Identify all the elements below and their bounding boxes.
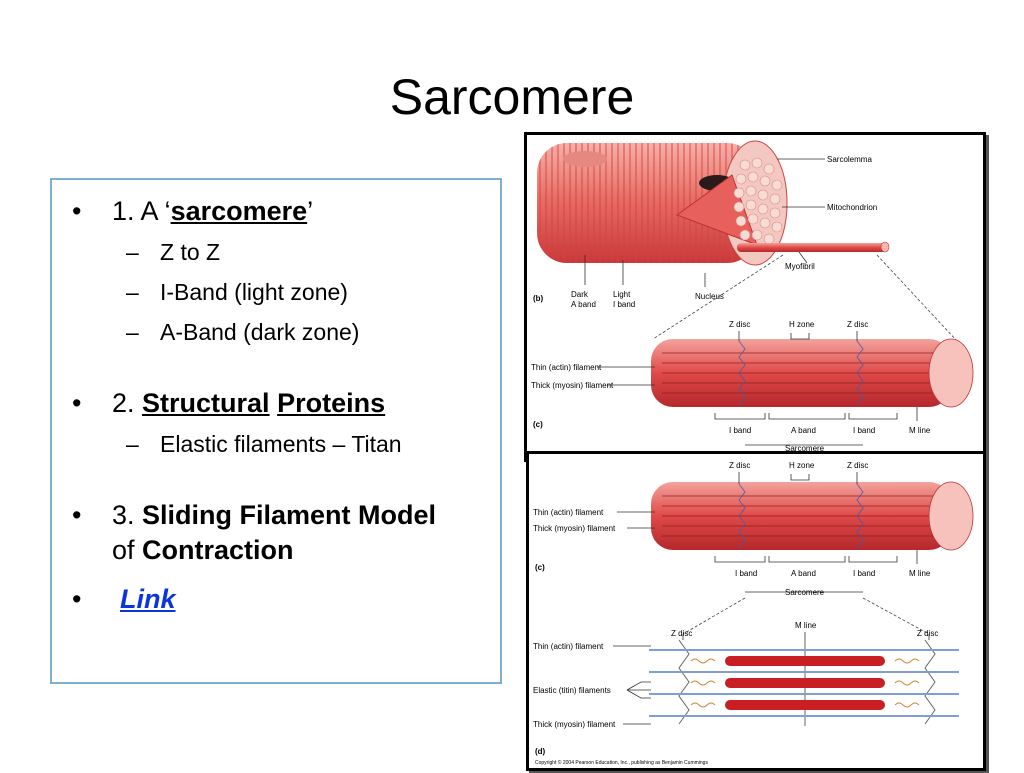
text-of: of — [112, 535, 143, 565]
term-proteins: Proteins — [277, 388, 386, 418]
bullet-marker: • — [72, 584, 82, 614]
label-thin-filament: Thin (actin) filament — [533, 508, 604, 517]
label-elastic-filaments: Elastic (titin) filaments — [533, 686, 611, 695]
sub-item-a-band: –A-Band (dark zone) — [112, 312, 488, 352]
dash-marker: – — [126, 239, 139, 265]
bullet-number: 3. — [112, 500, 143, 530]
closing-quote: ’ — [307, 196, 314, 226]
label-panel-d: (d) — [535, 747, 546, 756]
sub-item-z-to-z: –Z to Z — [112, 232, 488, 272]
label-z-disc-left: Z disc — [729, 320, 750, 329]
dash-marker: – — [126, 431, 139, 457]
bullet-number: 1. A ‘ — [112, 196, 171, 226]
leader-lines-b — [584, 158, 825, 287]
bullet-textbox: • 1. A ‘sarcomere’ –Z to Z –I-Band (ligh… — [50, 178, 502, 684]
label-thin-filament: Thin (actin) filament — [531, 363, 602, 372]
label-m-line: M line — [909, 569, 931, 578]
label-sarcolemma: Sarcolemma — [827, 155, 872, 164]
sub-list-sarcomere: –Z to Z –I-Band (light zone) –A-Band (da… — [112, 232, 488, 352]
label-thick-filament-d: Thick (myosin) filament — [533, 720, 616, 729]
label-z-disc-d-left: Z disc — [671, 629, 692, 638]
spacer — [64, 360, 488, 386]
bullet-item-sarcomere: • 1. A ‘sarcomere’ –Z to Z –I-Band (ligh… — [64, 194, 488, 352]
label-i-band-right: I band — [853, 569, 875, 578]
label-myofibril: Myofibril — [785, 262, 815, 271]
link-anchor[interactable]: Link — [120, 584, 176, 614]
label-z-disc-right: Z disc — [847, 461, 868, 470]
dash-marker: – — [126, 279, 139, 305]
label-panel-c: (c) — [533, 420, 543, 429]
muscle-structure-figure-top: Sarcolemma Mitochondrion Myofibril Dark … — [524, 132, 986, 462]
label-a-band: A band — [791, 569, 816, 578]
label-h-zone: H zone — [789, 320, 815, 329]
label-z-disc-right: Z disc — [847, 320, 868, 329]
dash-marker: – — [126, 319, 139, 345]
term-sliding-filament-model: Sliding Filament Model — [142, 500, 437, 530]
spacer — [64, 472, 488, 498]
label-z-disc-left: Z disc — [729, 461, 750, 470]
label-panel-c: (c) — [535, 563, 545, 572]
label-i-band-right: I band — [853, 426, 875, 435]
label-sarcomere: Sarcomere — [785, 588, 825, 597]
label-z-disc-d-right: Z disc — [917, 629, 938, 638]
label-m-line-d: M line — [795, 621, 817, 630]
myofibril-cylinder-c2 — [651, 481, 974, 551]
sub-list-proteins: –Elastic filaments – Titan — [112, 424, 488, 464]
myofibril-cylinder-c — [651, 338, 974, 408]
bullet-item-sliding-filament: • 3. Sliding Filament Model of Contracti… — [64, 498, 488, 568]
sarcomere-detail-d — [649, 638, 959, 726]
label-mitochondrion: Mitochondrion — [827, 203, 877, 212]
label-panel-b: (b) — [533, 294, 544, 303]
term-structural: Structural — [142, 388, 270, 418]
copyright-text: Copyright © 2004 Pearson Education, Inc.… — [535, 759, 708, 766]
label-light: Light — [613, 290, 631, 299]
muscle-fiber-cylinder — [537, 140, 890, 266]
muscle-structure-figure-bottom: Z disc H zone Z disc Thin (actin) filame… — [526, 451, 986, 771]
sub-item-elastic: –Elastic filaments – Titan — [112, 424, 488, 464]
label-h-zone: H zone — [789, 461, 815, 470]
label-a-band: A band — [791, 426, 816, 435]
term-contraction: Contraction — [142, 535, 294, 565]
bullet-marker: • — [72, 388, 82, 418]
sarcomere-illustration: Z disc H zone Z disc Thin (actin) filame… — [533, 461, 974, 766]
label-thick-filament: Thick (myosin) filament — [531, 381, 614, 390]
label-i-band-left: I band — [735, 569, 757, 578]
label-a-band: A band — [571, 300, 596, 309]
bullet-number: 2. — [112, 388, 143, 418]
label-thick-filament: Thick (myosin) filament — [533, 524, 616, 533]
sub-item-text: I-Band (light zone) — [160, 279, 348, 305]
sub-item-text: Elastic filaments – Titan — [160, 431, 402, 457]
bullet-item-link: • Link — [64, 582, 488, 617]
label-dark: Dark — [571, 290, 589, 299]
sub-item-text: Z to Z — [160, 239, 221, 265]
label-nucleus: Nucleus — [695, 292, 724, 301]
bullet-marker: • — [72, 196, 82, 226]
muscle-fiber-illustration: Sarcolemma Mitochondrion Myofibril Dark … — [531, 140, 974, 453]
label-sarcomere: Sarcomere — [785, 444, 825, 453]
sub-item-text: A-Band (dark zone) — [160, 319, 360, 345]
label-i-band: I band — [613, 300, 635, 309]
label-i-band-left: I band — [729, 426, 751, 435]
bullet-list: • 1. A ‘sarcomere’ –Z to Z –I-Band (ligh… — [64, 194, 488, 617]
label-m-line: M line — [909, 426, 931, 435]
bullet-marker: • — [72, 500, 82, 530]
sub-item-i-band: –I-Band (light zone) — [112, 272, 488, 312]
bullet-item-structural-proteins: • 2. Structural Proteins –Elastic filame… — [64, 386, 488, 464]
term-sarcomere: sarcomere — [170, 196, 308, 226]
label-thin-filament-d: Thin (actin) filament — [533, 642, 604, 651]
slide-title: Sarcomere — [389, 69, 635, 125]
